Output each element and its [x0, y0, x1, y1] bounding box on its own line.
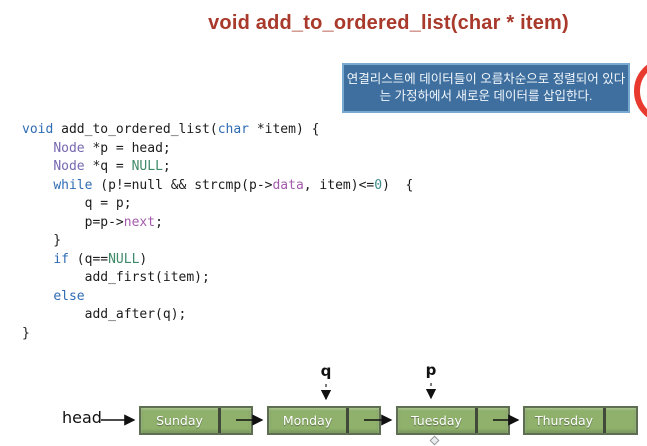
- code-token: ;: [155, 214, 163, 230]
- node-data-cell: Tuesday: [411, 413, 462, 428]
- code-token: NULL: [131, 159, 163, 174]
- code-block: void add_to_ordered_list(char *item) { N…: [22, 121, 413, 343]
- code-token: add_first(item);: [22, 270, 210, 285]
- code-line: }: [22, 232, 413, 251]
- code-token: char: [217, 122, 249, 137]
- code-line: add_after(q);: [22, 306, 413, 325]
- code-token: next: [123, 214, 156, 230]
- code-token: [22, 252, 53, 267]
- node-data-cell: Sunday: [156, 413, 203, 428]
- code-token: [22, 159, 53, 174]
- code-line: else: [22, 288, 413, 307]
- p-pointer-label: p: [425, 361, 437, 379]
- code-token: if: [53, 251, 69, 267]
- korean-note-box: 연결리스트에 데이터들이 오름차순으로 정렬되어 있다 는 가정하에서 새로운 …: [342, 63, 630, 113]
- code-token: [22, 289, 53, 304]
- code-line: while (p!=null && strcmp(p->data, item)<…: [22, 177, 413, 196]
- cursor-diamond-artifact: [429, 435, 440, 446]
- code-token: *item) {: [249, 122, 320, 137]
- code-token: NULL: [108, 251, 140, 267]
- code-line: q = p;: [22, 195, 413, 214]
- code-line: void add_to_ordered_list(char *item) {: [22, 121, 413, 140]
- code-line: add_first(item);: [22, 269, 413, 288]
- node-next-cell: [346, 408, 379, 433]
- code-token: else: [53, 288, 85, 304]
- node-data-cell: Thursday: [534, 413, 594, 428]
- code-line: if (q==NULL): [22, 251, 413, 270]
- code-token: *q =: [84, 159, 132, 174]
- code-token: , item)<=: [303, 177, 375, 193]
- slide-title: void add_to_ordered_list(char * item): [208, 12, 569, 34]
- note-line-1: 연결리스트에 데이터들이 오름차순으로 정렬되어 있다: [346, 72, 626, 86]
- code-token: while: [53, 177, 93, 193]
- code-token: data: [272, 177, 304, 193]
- code-token: p=p->: [22, 214, 124, 230]
- q-pointer-label: q: [320, 362, 332, 380]
- note-line-2: 는 가정하에서 새로운 데이터를 삽입한다.: [379, 89, 593, 103]
- code-token: *p = head;: [84, 140, 171, 156]
- code-token: (q==: [68, 251, 109, 267]
- code-line: Node *q = NULL;: [22, 158, 413, 177]
- code-token: ) {: [382, 177, 414, 193]
- head-pointer-label: head: [62, 408, 102, 427]
- code-token: [22, 141, 53, 156]
- code-token: (p!=null && strcmp(p->: [92, 177, 273, 193]
- list-node-sunday: Sunday: [139, 406, 253, 435]
- code-token: 0: [374, 177, 383, 193]
- code-line: }: [22, 325, 413, 344]
- list-node-thursday: Thursday: [523, 406, 638, 435]
- code-token: }: [22, 233, 62, 248]
- code-line: p=p->next;: [22, 214, 413, 233]
- code-token: ;: [162, 159, 171, 174]
- code-token: [22, 178, 53, 193]
- list-node-monday: Monday: [267, 406, 381, 435]
- node-next-cell: [475, 408, 508, 433]
- code-token: ): [139, 251, 148, 267]
- code-token: }: [22, 325, 30, 341]
- node-data-cell: Monday: [282, 413, 333, 428]
- code-token: void: [22, 122, 54, 137]
- code-token: Node: [53, 140, 85, 156]
- code-token: add_to_ordered_list(: [53, 122, 218, 137]
- node-next-cell: [218, 408, 251, 433]
- code-token: q = p;: [22, 196, 132, 211]
- node-next-cell: [603, 408, 636, 433]
- code-token: Node: [53, 159, 85, 174]
- red-ellipse-decoration: [634, 64, 647, 118]
- list-node-tuesday: Tuesday: [396, 406, 510, 435]
- code-token: add_after(q);: [22, 307, 187, 322]
- code-line: Node *p = head;: [22, 140, 413, 159]
